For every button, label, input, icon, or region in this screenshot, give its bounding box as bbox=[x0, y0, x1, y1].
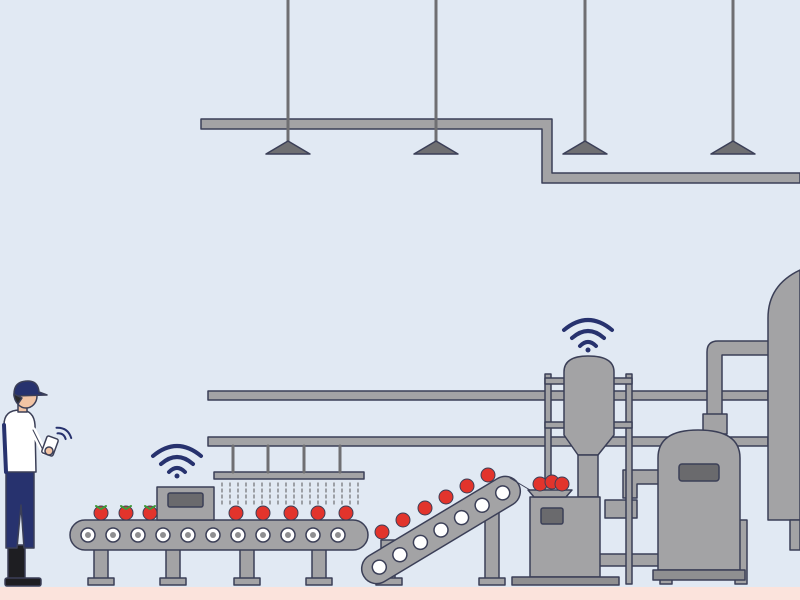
wifi-signal-icon bbox=[562, 318, 614, 353]
tomato-icon bbox=[118, 505, 134, 521]
tomato-icon bbox=[374, 524, 390, 540]
tomato-icon bbox=[417, 500, 433, 516]
tomato-icon bbox=[480, 467, 496, 483]
tomato-icon bbox=[142, 505, 158, 521]
tomato-icon bbox=[438, 489, 454, 505]
factory-worker bbox=[2, 380, 59, 587]
water-sprinkler bbox=[213, 444, 365, 506]
tomato-icon bbox=[459, 478, 475, 494]
tomato-icon bbox=[554, 476, 570, 492]
wifi-signal-icon bbox=[55, 426, 73, 441]
wifi-signal-icon bbox=[151, 444, 203, 479]
tomato-icon bbox=[395, 512, 411, 528]
tomato-icon bbox=[93, 505, 109, 521]
tomatoes-on-incline bbox=[374, 467, 570, 540]
tomatoes-on-conveyor bbox=[93, 505, 354, 521]
main-conveyor bbox=[69, 519, 369, 586]
tomato-icon bbox=[310, 505, 326, 521]
tomato-icon bbox=[283, 505, 299, 521]
inclined-conveyor bbox=[360, 475, 531, 586]
tomato-icon bbox=[338, 505, 354, 521]
washer-unit bbox=[156, 486, 215, 521]
floor bbox=[0, 587, 800, 600]
tomato-icon bbox=[255, 505, 271, 521]
ceiling-lamps bbox=[265, 0, 756, 155]
large-storage-tank bbox=[767, 269, 800, 551]
tomato-icon bbox=[228, 505, 244, 521]
ceiling-pipe bbox=[200, 118, 800, 184]
medium-tank bbox=[652, 413, 746, 581]
